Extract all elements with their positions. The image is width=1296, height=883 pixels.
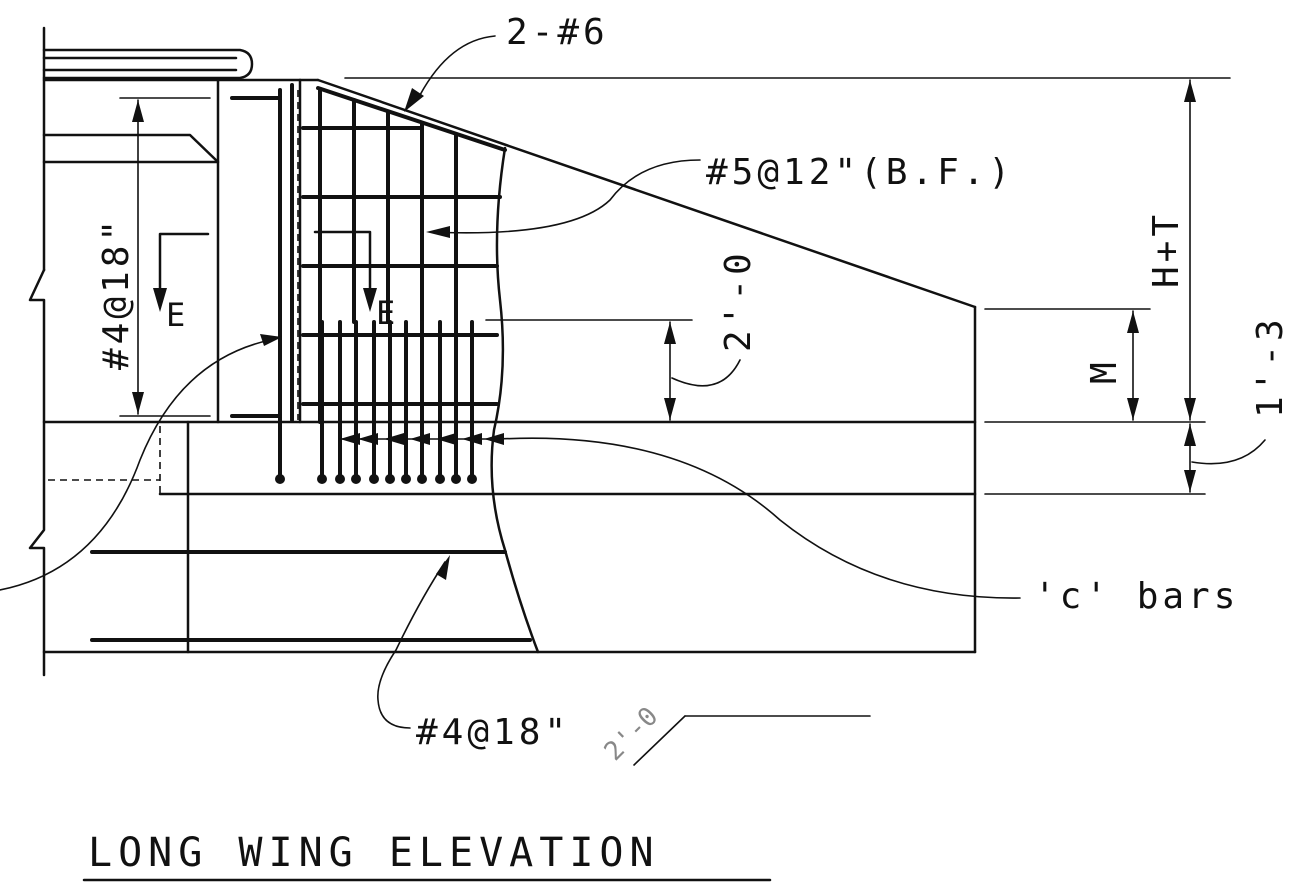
dimension-lines (119, 77, 1266, 495)
abutment-outline (28, 26, 302, 677)
section-cut-markers (153, 230, 377, 312)
label-left-4-18: #4@18" (96, 216, 137, 370)
label-vert-2-0: 2'-0 (718, 249, 759, 352)
diagram-title: LONG WING ELEVATION (88, 830, 660, 876)
reinforcement-grid (90, 83, 532, 642)
c-bar-arrows (339, 433, 1021, 599)
label-2-6: 2-#6 (506, 12, 609, 53)
label-footing-dim: 1'-3 (1250, 315, 1291, 418)
label-height-dim: H+T (1146, 211, 1187, 288)
leaders (0, 35, 871, 766)
label-bottom-4-18: #4@18" (416, 712, 570, 753)
label-back-face-bars: #5@12"(B.F.) (706, 152, 1014, 193)
label-offset-2-0: 2'-0 (599, 701, 664, 766)
label-c-bars: 'c' bars (1034, 576, 1239, 617)
label-section-e-1: E (166, 296, 185, 334)
wing-wall-outline (42, 78, 977, 654)
label-section-e-2: E (376, 294, 395, 332)
label-m-dim: M (1084, 358, 1125, 384)
